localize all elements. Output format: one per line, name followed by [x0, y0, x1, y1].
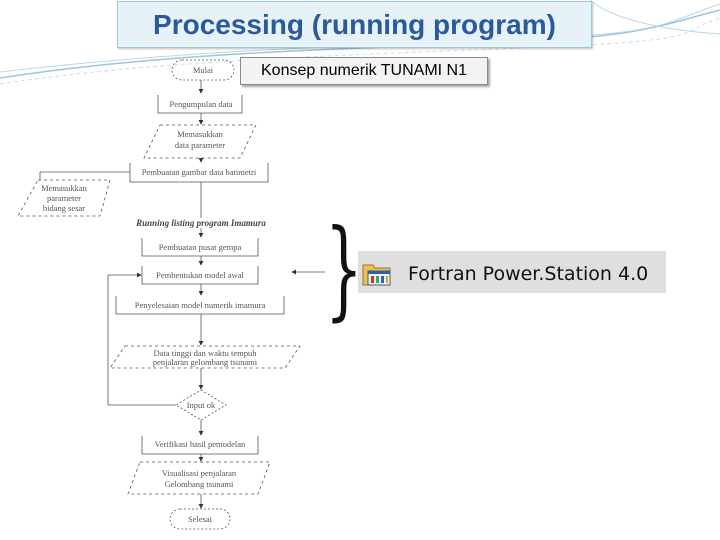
step8-label: Verifikasi hasil pemodelan	[155, 439, 246, 449]
step1-label: Pengumpulan data	[169, 99, 232, 109]
side-label-2: parameter	[47, 193, 81, 203]
step2-label-2: data parameter	[175, 140, 225, 150]
step2-box	[143, 124, 257, 159]
decision-label: Input ok	[187, 400, 216, 410]
fortran-label: Fortran Power.Station 4.0	[408, 263, 649, 285]
step2-label-1: Memasukkan	[177, 129, 224, 139]
side-box	[17, 179, 111, 217]
step3-label: Pembuatan gambar data batimetri	[142, 167, 257, 177]
step3-box	[129, 163, 269, 183]
right-brace: }	[325, 207, 363, 332]
end-label: Selesai	[188, 514, 213, 524]
step5-box	[141, 266, 259, 285]
fortran-shortcut[interactable]: Fortran Power.Station 4.0	[358, 251, 666, 293]
step8-box	[141, 436, 259, 455]
step7-label-2: penjalaran gelombang tsunami	[153, 357, 258, 367]
end-terminator	[169, 508, 231, 530]
step5-label: Pembentukan model awal	[156, 270, 244, 280]
step6-box	[115, 296, 285, 315]
slide-subtitle: Konsep numerik TUNAMI N1	[240, 57, 488, 85]
folder-app-icon	[362, 264, 391, 286]
section-label: Running listing program Imamura	[135, 218, 266, 228]
step4-box	[141, 238, 259, 257]
step4-label: Pembuatan pusat gempa	[159, 242, 242, 252]
step7-box	[109, 345, 301, 369]
step1-box	[157, 95, 243, 114]
start-label: Mulai	[193, 65, 214, 75]
step9-label-1: Visualisasi penjalaran	[162, 468, 237, 478]
start-terminator	[171, 59, 235, 81]
step9-label-2: Gelombang tsunami	[165, 479, 234, 489]
slide-title: Processing (running program)	[117, 1, 592, 48]
side-label-3: bidang sesar	[43, 203, 85, 213]
side-label-1: Memasukkan	[41, 183, 88, 193]
decision-diamond	[175, 389, 227, 421]
step7-label-1: Data tinggi dan waktu tempuh	[154, 348, 258, 358]
step6-label: Penyelesaian model numerik imamura	[135, 300, 266, 310]
step9-box	[127, 461, 271, 495]
